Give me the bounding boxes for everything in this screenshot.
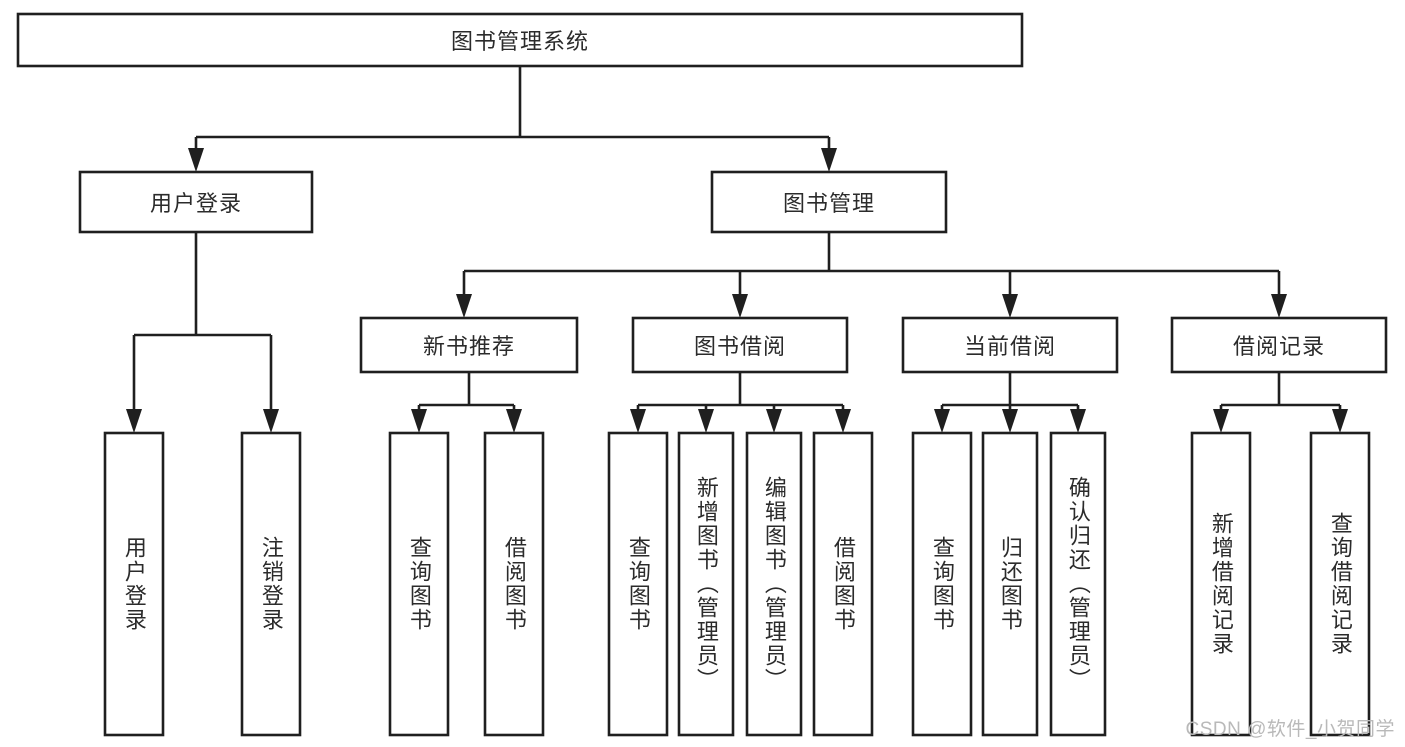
node-box-user-login[interactable] [78,170,314,234]
arrowhead-new-to-leaf1 [411,409,427,433]
connector-group-borrow-record [1213,372,1348,433]
node-box-leaf-5[interactable] [677,431,735,737]
arrowhead-book-to-record [1271,294,1287,318]
arrowhead-book-to-borrow [732,294,748,318]
connector-group-current-borrow [934,372,1086,433]
arrowhead-user-to-leaf2 [263,409,279,433]
arrowhead-borrow-to-leaf2 [698,409,714,433]
arrowhead-current-to-leaf3 [1070,409,1086,433]
arrowhead-record-to-leaf1 [1213,409,1229,433]
arrowhead-root-to-user [188,148,204,172]
arrowhead-borrow-to-leaf1 [630,409,646,433]
arrowhead-root-to-book [821,148,837,172]
node-box-book-manage[interactable] [710,170,948,234]
node-box-leaf-12[interactable] [1309,431,1371,737]
connector-group-root [188,66,837,172]
node-box-leaf-0[interactable] [103,431,165,737]
connector-group-new-book [411,372,522,433]
node-box-leaf-11[interactable] [1190,431,1252,737]
node-box-leaf-10[interactable] [1049,431,1107,737]
arrowhead-borrow-to-leaf3 [766,409,782,433]
node-box-leaf-6[interactable] [745,431,803,737]
node-box-leaf-4[interactable] [607,431,669,737]
arrowhead-new-to-leaf2 [506,409,522,433]
arrowhead-user-to-leaf1 [126,409,142,433]
node-box-root[interactable] [16,12,1024,68]
node-box-leaf-3[interactable] [483,431,545,737]
arrowhead-current-to-leaf1 [934,409,950,433]
node-box-new-book[interactable] [359,316,579,374]
node-box-leaf-9[interactable] [981,431,1039,737]
arrowhead-current-to-leaf2 [1002,409,1018,433]
arrowhead-record-to-leaf2 [1332,409,1348,433]
connector-group-user-login [126,232,279,433]
node-box-leaf-2[interactable] [388,431,450,737]
node-box-leaf-8[interactable] [911,431,973,737]
node-box-borrow-record[interactable] [1170,316,1388,374]
arrowhead-book-to-current [1002,294,1018,318]
node-box-current-borrow[interactable] [901,316,1119,374]
node-box-leaf-1[interactable] [240,431,302,737]
arrowhead-borrow-to-leaf4 [835,409,851,433]
connector-group-book-manage [456,232,1287,318]
node-box-borrow-book[interactable] [631,316,849,374]
node-box-leaf-7[interactable] [812,431,874,737]
connector-group-borrow-book [630,372,851,433]
arrowhead-book-to-new [456,294,472,318]
